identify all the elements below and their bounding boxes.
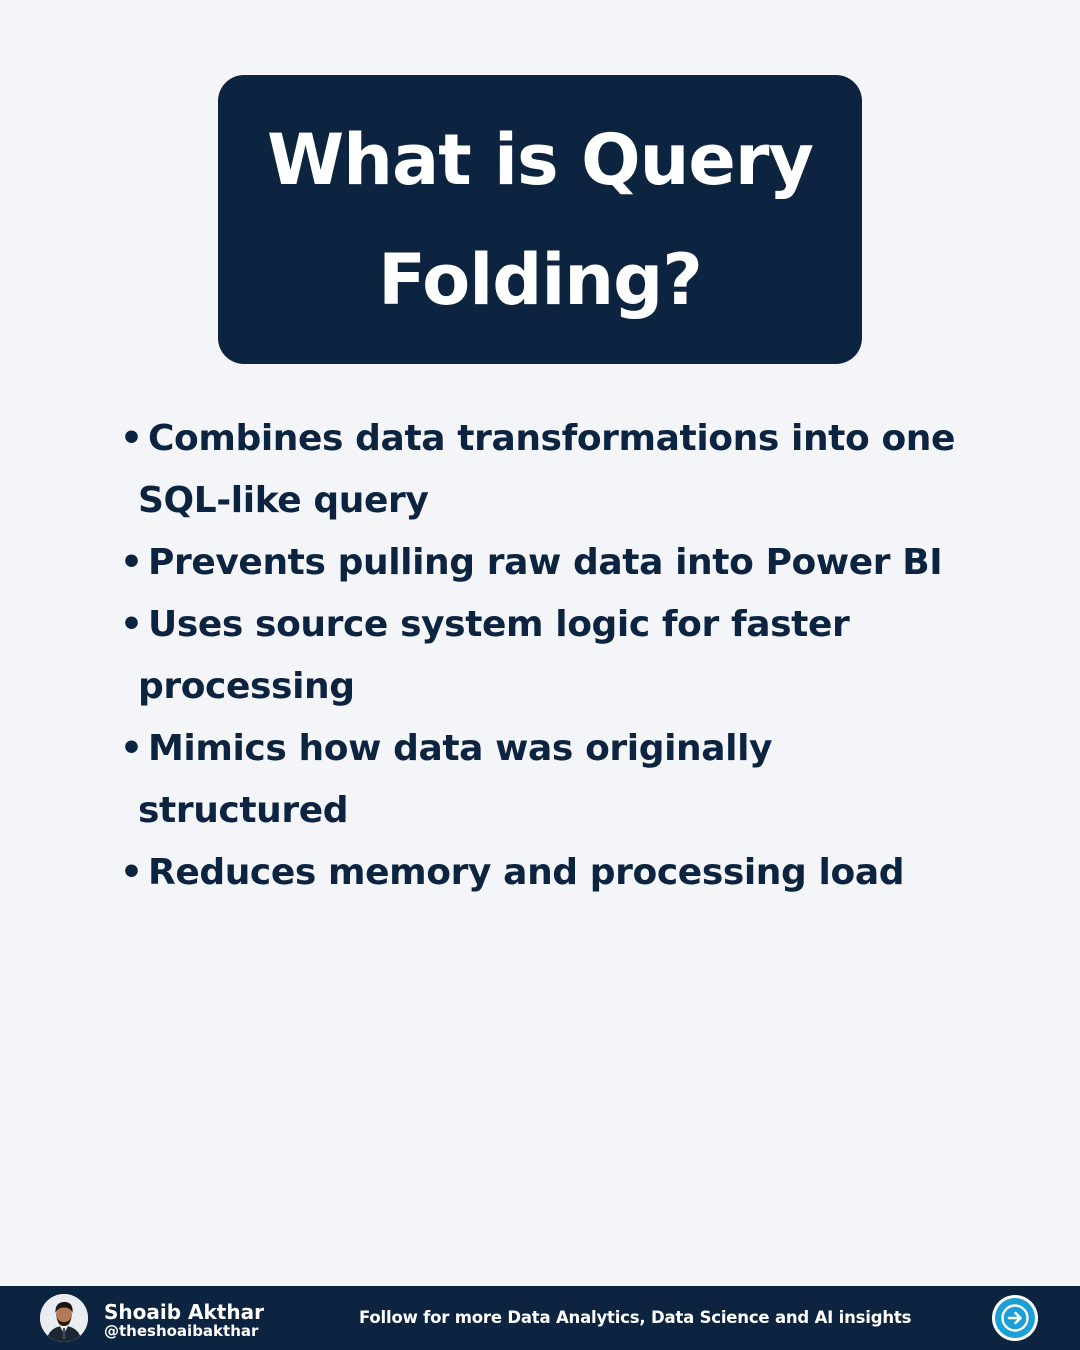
- bullet-item: • Reduces memory and processing load: [120, 842, 960, 904]
- page-title: What is Query Folding?: [266, 100, 814, 340]
- bullet-text: Mimics how data was originally structure…: [138, 728, 773, 831]
- next-slide-button[interactable]: [992, 1295, 1038, 1341]
- footer-bar: Shoaib Akthar @theshoaibakthar Follow fo…: [0, 1286, 1080, 1350]
- title-card: What is Query Folding?: [218, 75, 862, 364]
- avatar[interactable]: [40, 1294, 88, 1342]
- arrow-right-circle-icon: [1001, 1304, 1029, 1332]
- follow-cta-text: Follow for more Data Analytics, Data Sci…: [359, 1308, 912, 1327]
- bullet-marker: •: [120, 728, 143, 769]
- bullet-item: • Prevents pulling raw data into Power B…: [120, 532, 960, 594]
- bullet-marker: •: [120, 418, 143, 459]
- bullet-marker: •: [120, 604, 143, 645]
- bullet-marker: •: [120, 542, 143, 583]
- bullet-item: • Mimics how data was originally structu…: [120, 718, 960, 842]
- author-name: Shoaib Akthar: [104, 1300, 264, 1324]
- bullet-text: Combines data transformations into one S…: [138, 418, 956, 521]
- bullet-text: Prevents pulling raw data into Power BI: [148, 542, 943, 583]
- title-line-1: What is Query: [266, 118, 814, 201]
- author-handle: @theshoaibakthar: [104, 1322, 259, 1340]
- title-line-2: Folding?: [378, 238, 703, 321]
- bullet-list: • Combines data transformations into one…: [120, 408, 960, 904]
- avatar-image: [40, 1294, 88, 1342]
- bullet-text: Uses source system logic for faster proc…: [138, 604, 850, 707]
- next-button-circle: [995, 1298, 1035, 1338]
- bullet-marker: •: [120, 852, 143, 893]
- bullet-item: • Uses source system logic for faster pr…: [120, 594, 960, 718]
- bullet-item: • Combines data transformations into one…: [120, 408, 960, 532]
- bullet-text: Reduces memory and processing load: [148, 852, 905, 893]
